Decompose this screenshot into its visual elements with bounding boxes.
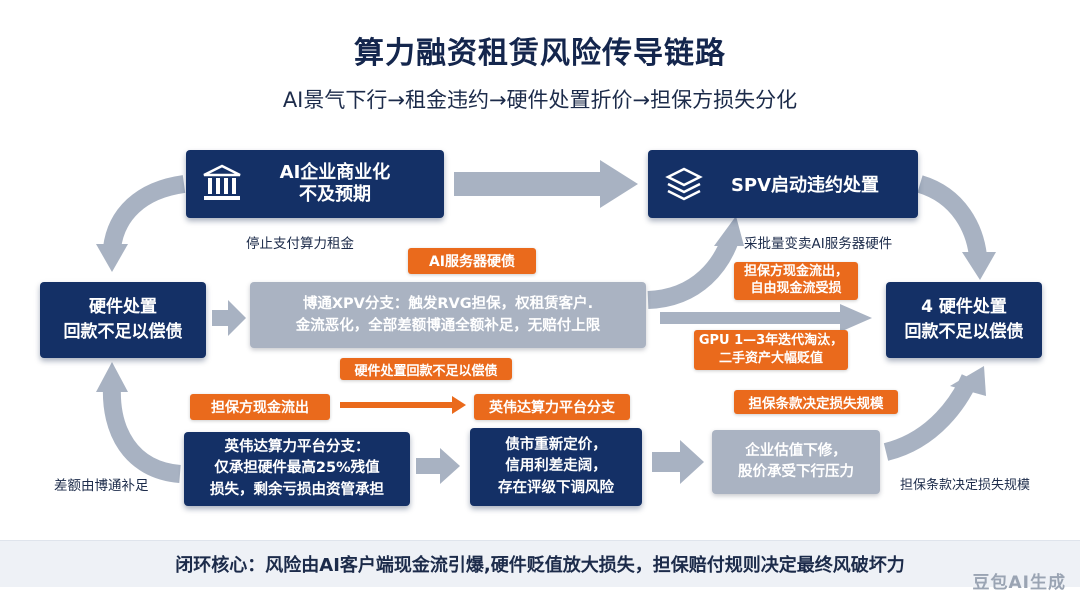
hardware-left-box: 硬件处置 回款不足以偿债: [40, 282, 206, 358]
bulk-sell-label: 采批量变卖AI服务器硬件: [744, 236, 893, 252]
tag-ai-server-debt: AI服务器硬债: [408, 248, 536, 274]
diff-broadcom-label: 差额由博通补足: [54, 478, 149, 494]
hardware-right-box: 4 硬件处置 回款不足以偿债: [886, 282, 1042, 358]
hardware-left-text: 硬件处置 回款不足以偿债: [63, 297, 183, 342]
broadcom-box: 博通XPV分支：触发RVG担保，权租赁客户. 金流恶化，全部差额博通全额补足，无…: [250, 282, 646, 348]
arrow-valuation-to-right: [883, 374, 979, 461]
ai-company-box: AI企业商业化 不及预期: [186, 150, 444, 218]
tag-gpu: GPU 1—3年迭代淘汰， 二手资产大幅贬值: [694, 330, 848, 370]
arrow-nvidia-to-debt: [416, 448, 460, 484]
bank-icon: [200, 162, 244, 206]
tag-gpu-text: GPU 1—3年迭代淘汰， 二手资产大幅贬值: [698, 333, 844, 366]
arrow-guarantor-to-nvidia: [340, 396, 466, 414]
hardware-right-text: 4 硬件处置 回款不足以偿债: [904, 297, 1024, 342]
arrow-spv-to-right: [917, 175, 987, 258]
nvidia-box: 英伟达算力平台分支： 仅承担硬件最高25%残值 损失，剩余亏损由资管承担: [184, 432, 410, 506]
debt-text: 债市重新定价， 信用利差走阔， 存在评级下调风险: [498, 437, 614, 496]
valuation-box: 企业估值下修， 股价承受下行压力: [712, 430, 880, 494]
arrow-ai-to-left: [103, 175, 186, 250]
layers-icon: [664, 164, 704, 204]
arrow-nvidia-to-left: [102, 385, 182, 483]
watermark: 豆包AI生成: [972, 573, 1066, 593]
page-subtitle: AI景气下行→租金违约→硬件处置折价→担保方损失分化: [282, 88, 798, 112]
arrow-debt-to-valuation: [652, 440, 704, 484]
page-title: 算力融资租赁风险传导链路: [354, 36, 726, 71]
tag-guarantor-cash-text: 担保方现金流出， 自由现金流受损: [743, 264, 848, 296]
arrow-left-to-broadcom: [212, 300, 246, 336]
tag-guarantor-outflow: 担保方现金流出: [190, 394, 330, 420]
ai-company-text: AI企业商业化 不及预期: [279, 161, 391, 206]
spv-box: SPV启动违约处置: [648, 150, 918, 218]
valuation-text: 企业估值下修， 股价承受下行压力: [738, 442, 854, 480]
spv-text: SPV启动违约处置: [730, 175, 880, 196]
nvidia-text: 英伟达算力平台分支： 仅承担硬件最高25%残值 损失，剩余亏损由资管承担: [210, 439, 384, 498]
arrow-broadcom-to-spv: [647, 236, 739, 309]
tag-guarantor-cash: 担保方现金流出， 自由现金流受损: [734, 262, 858, 300]
tag-hardware-insufficient: 硬件处置回款不足以偿债: [340, 358, 512, 380]
debt-box: 债市重新定价， 信用利差走阔， 存在评级下调风险: [470, 428, 642, 506]
tag-nvidia-branch: 英伟达算力平台分支: [474, 394, 630, 420]
arrow-broadcom-to-right: [660, 304, 872, 332]
broadcom-text: 博通XPV分支：触发RVG担保，权租赁客户. 金流恶化，全部差额博通全额补足，无…: [295, 295, 601, 334]
core-summary: 闭环核心：风险由AI客户端现金流引爆,硬件贬值放大损失，担保赔付规则决定最终风破…: [0, 540, 1080, 587]
stop-rent-label: 停止支付算力租金: [246, 236, 354, 252]
tag-guarantee-terms: 担保条款决定损失规模: [734, 390, 898, 414]
terms-right-label: 担保条款决定损失规模: [900, 478, 1031, 493]
arrow-ai-to-spv: [454, 160, 638, 208]
